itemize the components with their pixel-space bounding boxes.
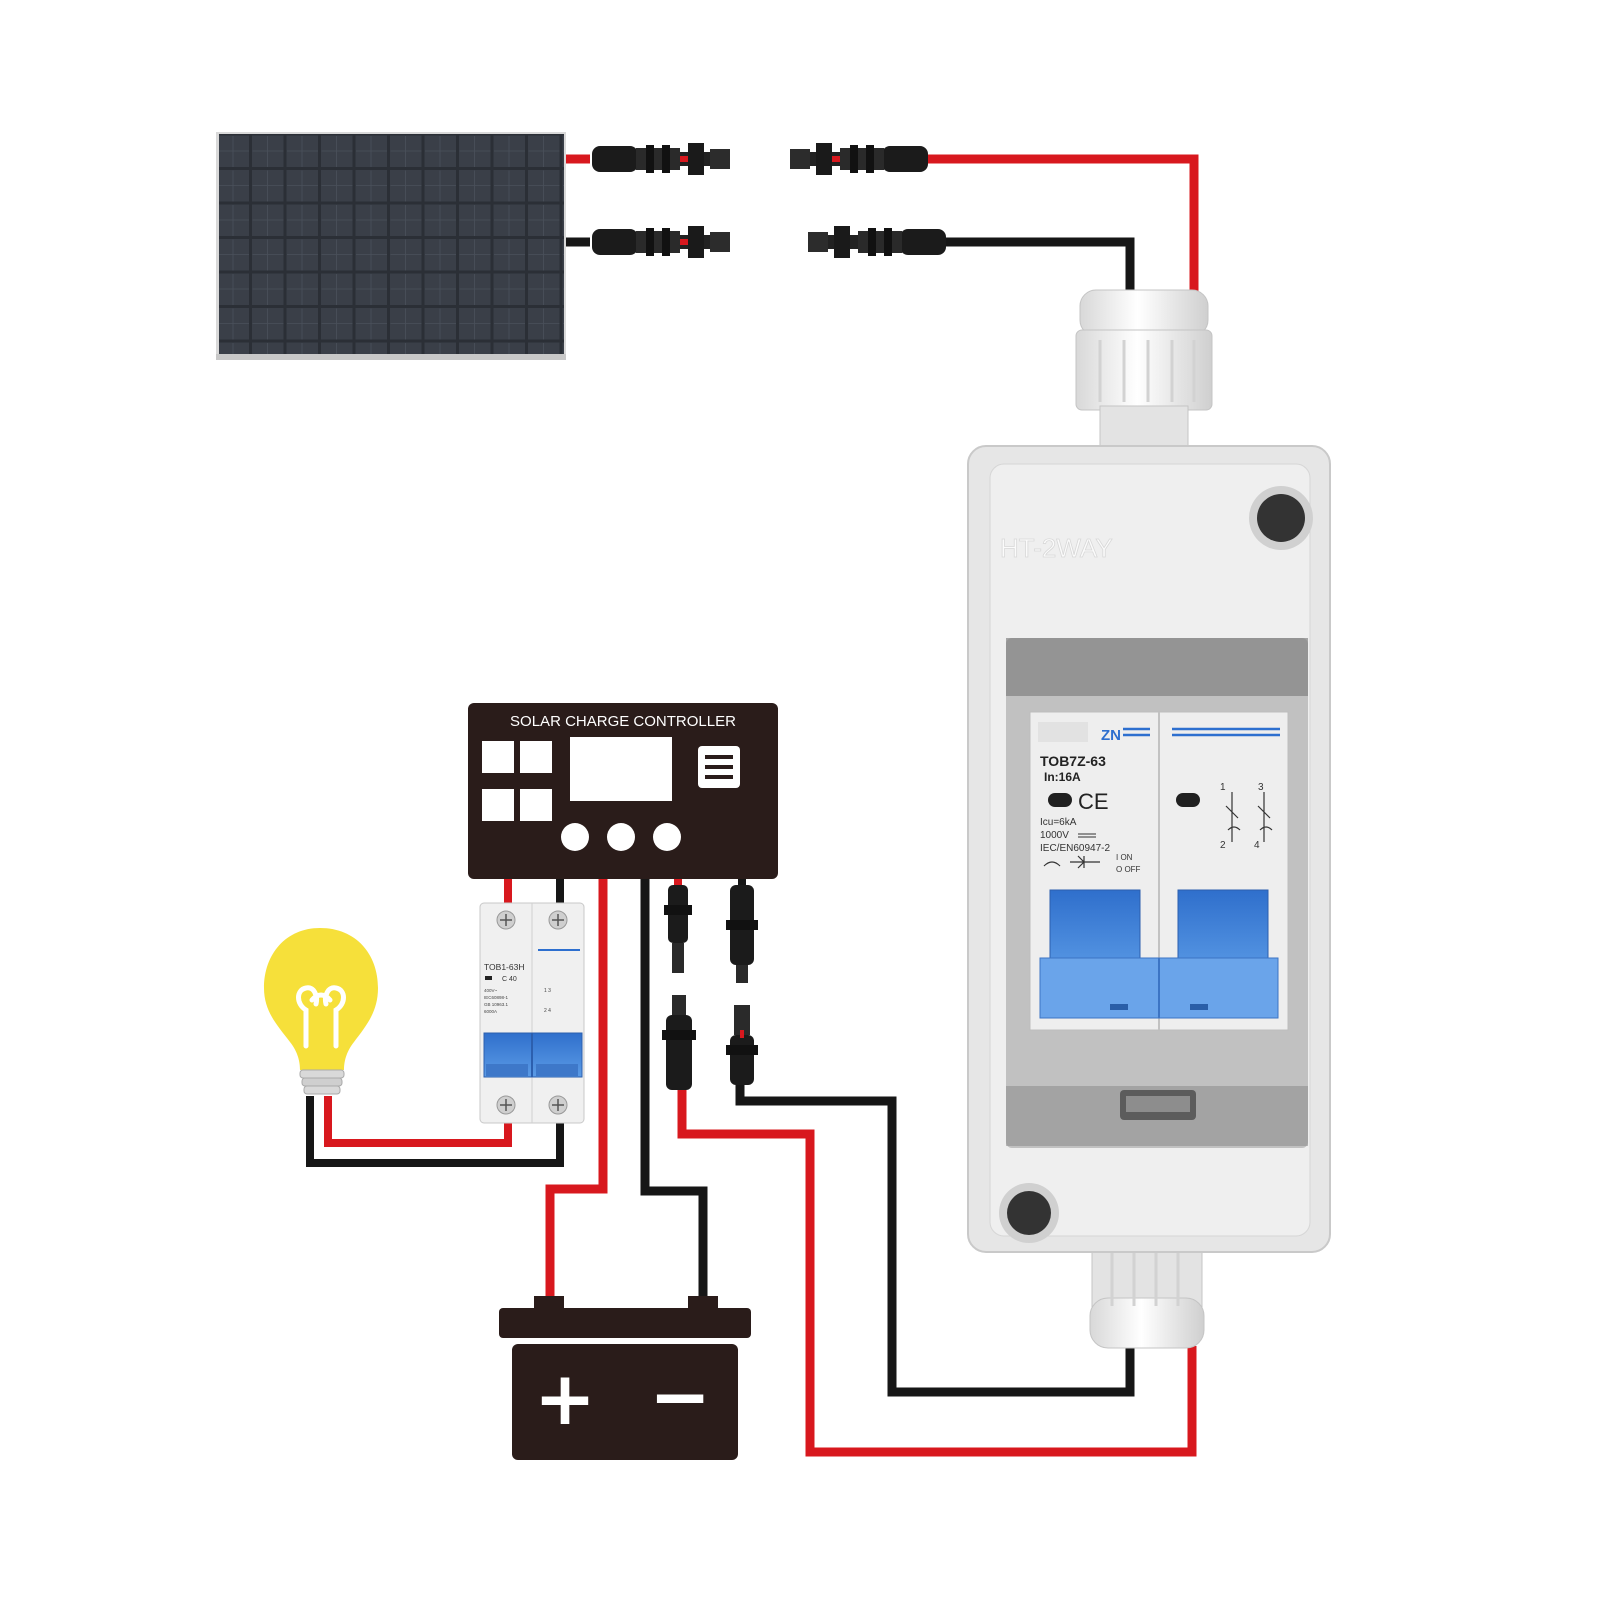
controller-tile-4 xyxy=(520,789,552,821)
battery-terminal-negative xyxy=(688,1296,718,1310)
battery-terminal-positive xyxy=(534,1296,564,1310)
connector-pv-in-positive-bottom xyxy=(662,995,696,1090)
cable-gland-top xyxy=(1075,289,1213,449)
wire-isolator-positive-out xyxy=(677,1090,1197,1457)
enclosure-label: HT-2WAY xyxy=(1000,533,1113,563)
load-breaker: TOB1-63H C 40 400V~ IEC60898-1 GB 10963.… xyxy=(479,902,585,1124)
controller-button-1[interactable] xyxy=(561,823,589,851)
wire-isolator-negative-out xyxy=(735,1085,1135,1397)
controller-title: SOLAR CHARGE CONTROLLER xyxy=(510,713,736,730)
connector-pv-negative-female xyxy=(808,226,946,258)
breaker-terms-bottom: 2 4 xyxy=(544,1008,551,1014)
breaker-line3: GB 10963.1 xyxy=(484,1002,509,1007)
cable-gland-bottom xyxy=(1089,1241,1205,1349)
controller-tile-2 xyxy=(520,741,552,773)
breaker-line2: IEC60898-1 xyxy=(484,995,509,1000)
breaker-model: TOB1-63H xyxy=(484,962,524,972)
connector-pv-negative-male xyxy=(592,226,730,258)
battery-icon: + − xyxy=(499,1296,751,1460)
connector-pv-in-positive-top xyxy=(664,885,692,973)
pv-input-connectors xyxy=(662,885,758,1090)
controller-tile-3 xyxy=(482,789,514,821)
breaker-terms-top: 1 3 xyxy=(544,988,551,994)
isolator-voltage: 1000V xyxy=(1040,830,1069,841)
isolator-rating: In:16A xyxy=(1044,770,1081,784)
wires xyxy=(306,154,1199,1457)
screw-hole-top xyxy=(1257,494,1305,542)
solar-panel-icon xyxy=(216,132,566,360)
terminal-2: 2 xyxy=(1220,840,1226,851)
controller-button-3[interactable] xyxy=(653,823,681,851)
connector-pv-in-negative-bottom xyxy=(726,1005,758,1085)
bulb-filament xyxy=(296,985,346,1049)
connector-pv-positive-male xyxy=(592,143,730,175)
terminal-3: 3 xyxy=(1258,782,1264,793)
isolator-model: TOB7Z-63 xyxy=(1040,753,1106,769)
wire-bulb-positive xyxy=(324,1096,512,1147)
terminal-1: 1 xyxy=(1220,782,1226,793)
controller-display xyxy=(570,737,672,801)
breaker-curve: C 40 xyxy=(502,976,517,983)
terminal-4: 4 xyxy=(1254,840,1260,851)
wire-pv-positive xyxy=(928,154,1199,300)
light-bulb-icon xyxy=(264,928,378,1095)
breaker-line4: 6000A xyxy=(484,1009,497,1014)
on-label: I ON xyxy=(1116,853,1133,862)
controller-button-2[interactable] xyxy=(607,823,635,851)
isolator-brand: ZN xyxy=(1101,727,1121,744)
off-label: O OFF xyxy=(1116,865,1141,874)
solar-charge-controller: SOLAR CHARGE CONTROLLER xyxy=(468,703,778,879)
battery-negative-symbol: − xyxy=(649,1354,711,1440)
wire-bulb-negative xyxy=(306,1096,564,1167)
isolator-icu: Icu=6kA xyxy=(1040,817,1077,828)
mc4-connector-icon xyxy=(592,143,946,258)
wire-battery-positive xyxy=(545,878,608,1300)
breaker-line1: 400V~ xyxy=(484,988,498,993)
connector-pv-in-negative-top xyxy=(726,885,758,983)
battery-positive-symbol: + xyxy=(534,1356,596,1442)
connector-pv-positive-female xyxy=(790,143,928,175)
isolator-standard: IEC/EN60947-2 xyxy=(1040,843,1110,854)
ce-mark: CE xyxy=(1078,789,1109,814)
wire-pv-negative xyxy=(946,237,1135,300)
screw-hole-bottom xyxy=(1007,1191,1051,1235)
dc-isolator: ZN TOB7Z-63 In:16A CE Icu=6kA 1000V IEC/… xyxy=(1029,711,1289,1031)
controller-tile-1 xyxy=(482,741,514,773)
wire-battery-negative xyxy=(640,878,708,1300)
